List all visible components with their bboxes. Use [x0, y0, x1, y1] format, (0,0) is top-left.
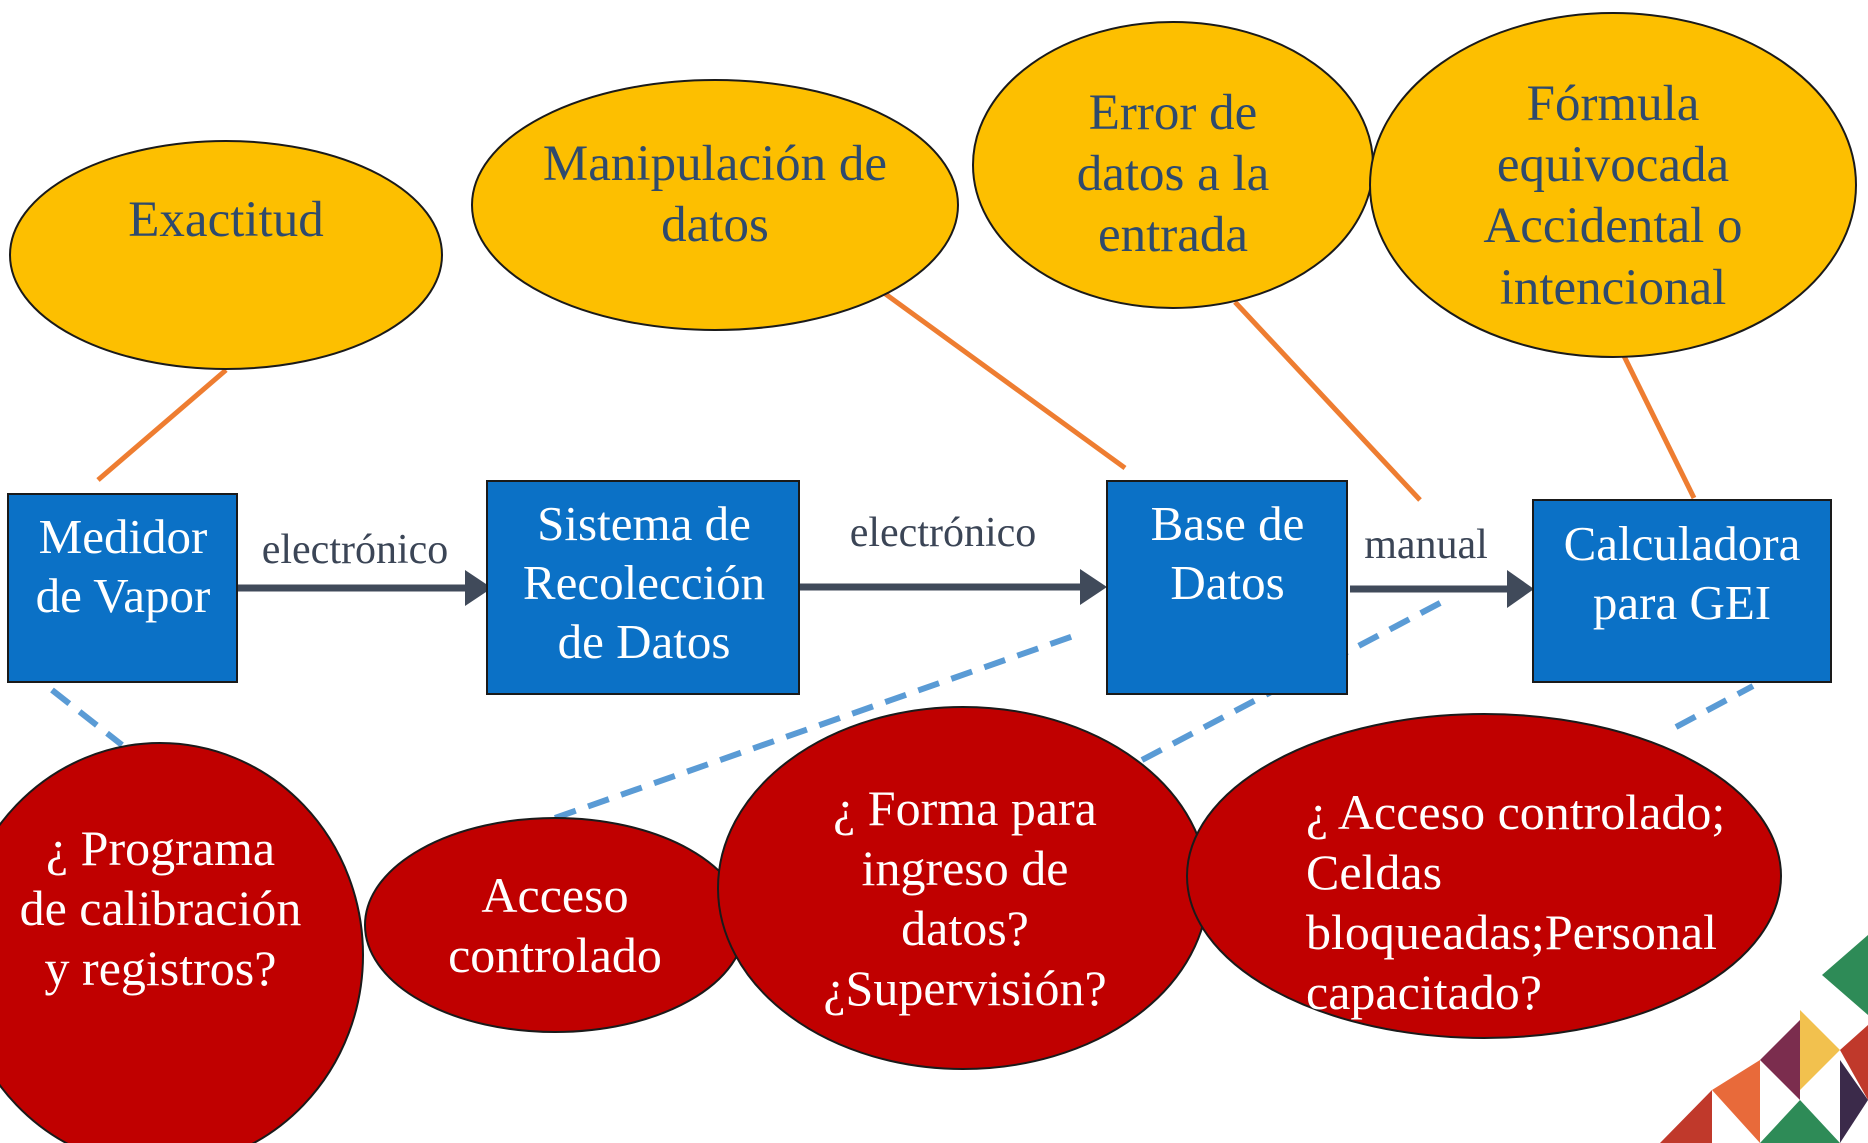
flow-label-2: electrónico: [849, 510, 1037, 556]
flow-arrowhead-1: [465, 570, 492, 606]
risk-bubble-manipulacion: [471, 79, 959, 331]
risk-manipulacion: Manipulación de datos: [542, 136, 888, 254]
sistema-recoleccion-box: Sistema de Recolección de Datos: [522, 496, 766, 669]
control-link-calibracion: [50, 687, 124, 748]
medidor-de-vapor-box: Medidor de Vapor: [35, 509, 211, 623]
control-forma: ¿ Forma para ingreso de datos? ¿Supervis…: [823, 780, 1107, 1016]
medidor-de-vapor-rect: [7, 493, 238, 683]
risk-link-error-entrada: [1233, 300, 1422, 502]
control-acceso: Acceso controlado: [448, 867, 662, 983]
risk-bubbles: [9, 12, 1857, 370]
flow-arrows: [238, 569, 1534, 608]
flow-arrowhead-2: [1080, 569, 1107, 605]
control-bubble-calibracion: [0, 742, 364, 1143]
process-boxes: [7, 480, 1832, 695]
risk-bubble-exactitud: [9, 140, 443, 370]
control-link-acceso-celdas: [1674, 683, 1755, 730]
control-connectors: [50, 599, 1755, 821]
control-bubbles: [0, 706, 1782, 1143]
risk-error-entrada: Error de datos a la entrada: [1076, 85, 1270, 264]
calculadora-gei-box: Calculadora para GEI: [1563, 516, 1801, 630]
risk-link-exactitud: [96, 368, 228, 482]
decorative-corner-pattern: [1660, 935, 1868, 1143]
sistema-recoleccion-rect: [486, 480, 800, 695]
control-bubble-acceso-celdas: [1186, 713, 1782, 1039]
flow-arrowhead-3: [1507, 570, 1534, 608]
risk-connectors: [96, 287, 1697, 502]
control-link-acceso: [554, 630, 1083, 821]
calculadora-gei-rect: [1532, 499, 1832, 683]
risk-exactitud: Exactitud: [128, 192, 324, 248]
base-de-datos-box: Base de Datos: [1150, 496, 1305, 610]
risk-link-manipulacion: [878, 287, 1127, 471]
base-de-datos-rect: [1106, 480, 1348, 695]
risk-link-formula: [1619, 350, 1697, 500]
flow-label-1: electrónico: [261, 527, 449, 573]
flow-label-3: manual: [1364, 522, 1488, 568]
risk-bubble-formula: [1369, 12, 1857, 358]
control-calibracion: ¿ Programa de calibración y registros?: [19, 820, 302, 996]
control-link-forma: [1140, 599, 1444, 763]
risk-formula: Fórmula equivocada Accidental o intencio…: [1483, 76, 1743, 316]
control-acceso-celdas: ¿ Acceso controlado; Celdas bloqueadas;P…: [1306, 784, 1726, 1020]
